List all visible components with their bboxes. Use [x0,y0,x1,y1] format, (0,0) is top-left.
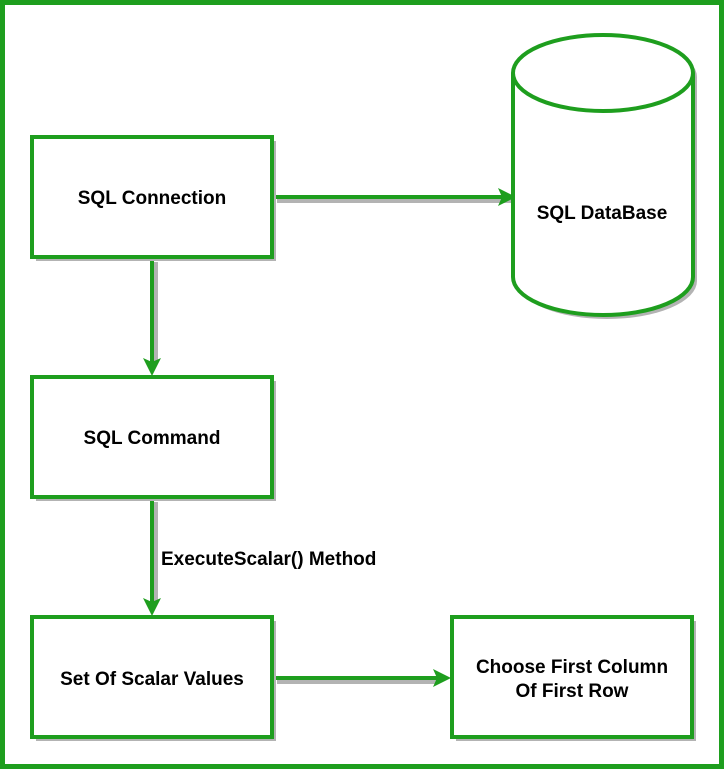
arrowhead-icon [143,598,161,616]
edge-label-execute-scalar: ExecuteScalar() Method [161,549,376,570]
edge-scalar-values-to-first-column [273,669,451,687]
arrowhead-icon [498,188,516,206]
node-label-line-1: Choose First Column [476,657,668,678]
edge-shadows [154,199,514,684]
node-label: SQL DataBase [537,203,668,224]
node-sql-connection: SQL Connection [30,135,276,261]
node-sql-database: SQL DataBase [511,33,697,319]
node-label: SQL Command [84,428,221,449]
edge-command-to-scalar-values [143,498,161,616]
node-sql-command: SQL Command [30,375,276,501]
node-label-line-2: Of First Row [516,681,629,702]
node-scalar-values: Set Of Scalar Values [30,615,276,741]
node-label: Set Of Scalar Values [60,669,244,690]
node-label: SQL Connection [78,188,226,209]
edge-connection-to-command [143,258,161,376]
node-first-column: Choose First Column Of First Row [450,615,696,741]
arrowhead-icon [433,669,451,687]
arrowhead-icon [143,358,161,376]
edge-connection-to-database [273,188,516,206]
